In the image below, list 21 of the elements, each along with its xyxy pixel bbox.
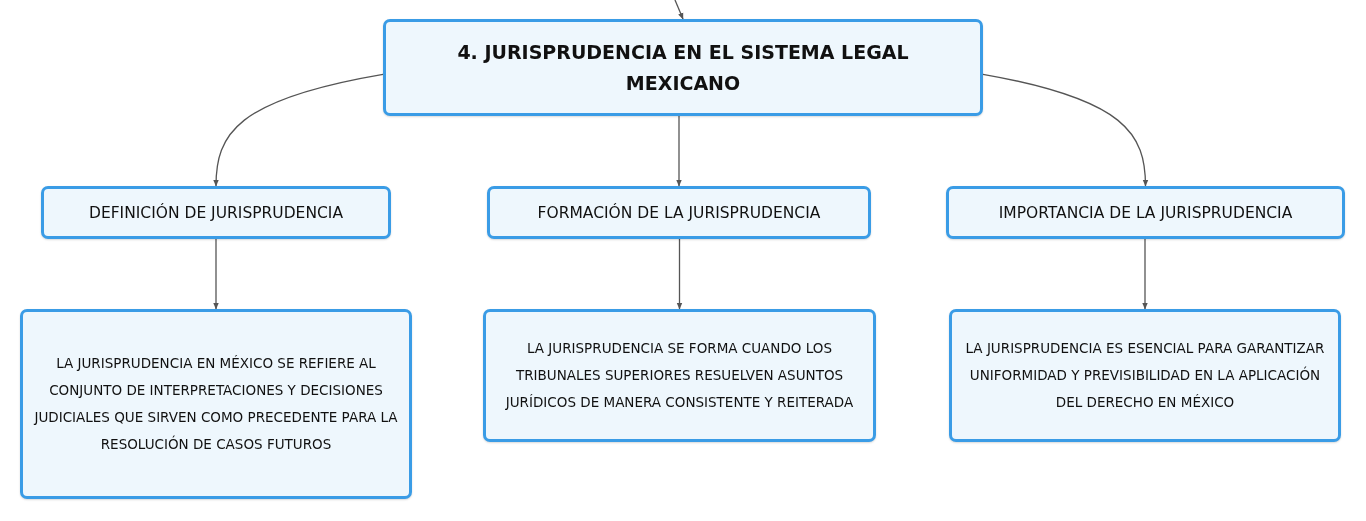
- node-text: LA JURISPRUDENCIA SE FORMA CUANDO LOS TRIBUNALES SUPERIORES RESUELVEN ASUNTOS JURÍDICOS DE MANERA CONSISTENTE Y REITERADA: [504, 339, 855, 412]
- topic-box: [946, 186, 1345, 239]
- connector-arrow: [213, 238, 219, 310]
- connector-arrow: [676, 238, 683, 310]
- node-text: LA JURISPRUDENCIA EN MÉXICO SE REFIERE AL CONJUNTO DE INTERPRETACIONES Y DECISIONES JUDICIALES QUE SIRVEN COMO PRECEDENTE PARA LA RESOLUCIÓN DE CASOS FUTUROS: [32, 354, 399, 454]
- description-box: [483, 309, 876, 442]
- node-text: DEFINICIÓN DE JURISPRUDENCIA: [88, 203, 343, 222]
- topic-box: [487, 186, 871, 239]
- node-text: LA JURISPRUDENCIA ES ESENCIAL PARA GARANTIZAR UNIFORMIDAD Y PREVISIBILIDAD EN LA APLICACIÓN DEL DERECHO EN MÉXICO: [964, 339, 1326, 412]
- node-text: FORMACIÓN DE LA JURISPRUDENCIA: [537, 203, 821, 222]
- title-box: [383, 19, 983, 116]
- description-box: [20, 309, 412, 499]
- topic-box: [41, 186, 391, 239]
- description-box: [949, 309, 1341, 442]
- node-text: 4. JURISPRUDENCIA EN EL SISTEMA LEGAL MEXICANO: [456, 39, 910, 96]
- connector-arrow: [1142, 238, 1148, 310]
- connector-arrow: [213, 73, 384, 187]
- connector-arrow: [676, 115, 682, 187]
- connector-arrow: [674, 0, 684, 20]
- node-text: IMPORTANCIA DE LA JURISPRUDENCIA: [998, 203, 1293, 222]
- connector-arrow: [982, 73, 1148, 187]
